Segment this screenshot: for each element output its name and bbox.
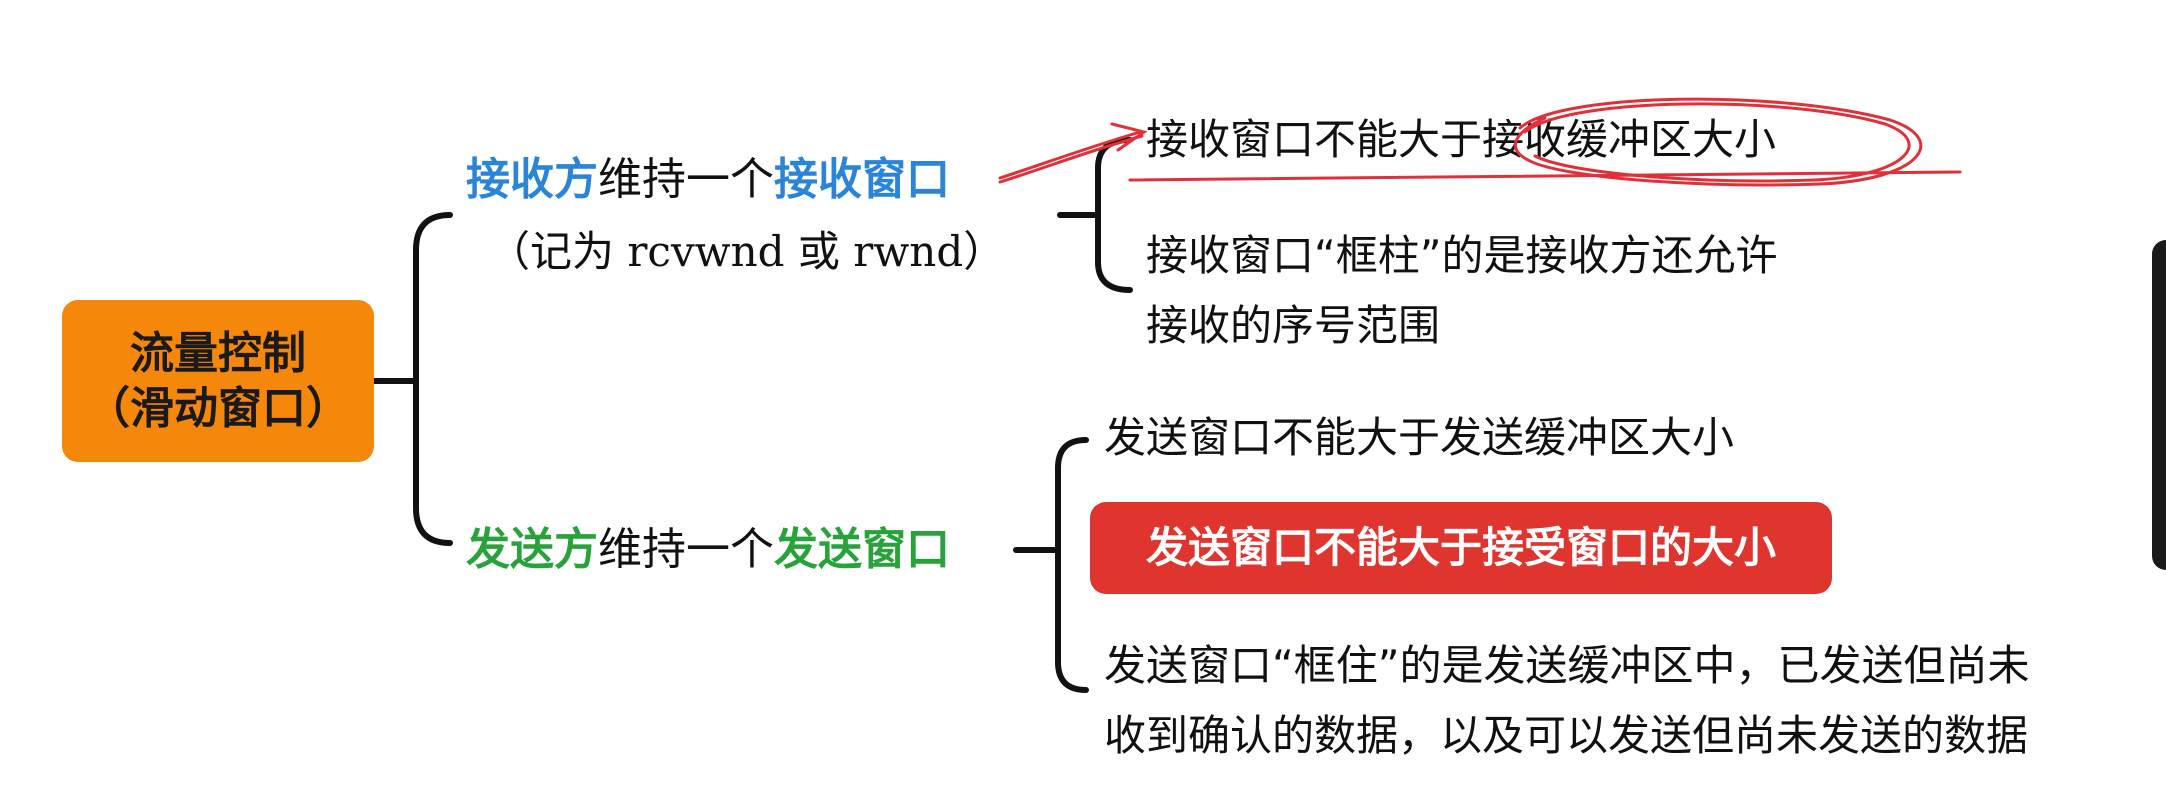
receiver-subject: 接收方 xyxy=(466,154,598,205)
sender-verb: 维持一个 xyxy=(598,524,774,575)
sender-subject: 发送方 xyxy=(466,524,598,575)
sender-leaf-highlighted: 发送窗口不能大于接受窗口的大小 xyxy=(1090,502,1832,594)
root-title: 流量控制 xyxy=(130,328,306,379)
sender-branch-title: 发送方维持一个发送窗口 xyxy=(466,522,950,577)
root-node-flow-control: 流量控制 （滑动窗口） xyxy=(62,300,374,462)
receiver-leaf-3: 接收的序号范围 xyxy=(1146,301,1441,350)
receiver-object: 接收窗口 xyxy=(774,154,950,205)
scrollbar-handle[interactable] xyxy=(2152,240,2166,570)
sender-object: 发送窗口 xyxy=(774,524,950,575)
receiver-leaf-2: 接收窗口“框柱”的是接收方还允许 xyxy=(1146,231,1778,280)
receiver-note: （记为 rcvwnd 或 rwnd） xyxy=(488,227,1006,276)
sender-bracket xyxy=(1055,437,1089,693)
sender-leaf-3: 发送窗口“框住”的是发送缓冲区中，已发送但尚未 xyxy=(1104,641,2030,690)
root-subtitle: （滑动窗口） xyxy=(86,383,350,434)
receiver-leaf-1: 接收窗口不能大于接收缓冲区大小 xyxy=(1146,115,1777,164)
main-bracket xyxy=(413,212,453,546)
receiver-branch-title: 接收方维持一个接收窗口 xyxy=(466,152,950,207)
receiver-bracket xyxy=(1095,137,1133,293)
sender-leaf-1: 发送窗口不能大于发送缓冲区大小 xyxy=(1104,413,1735,462)
sender-leaf-4: 收到确认的数据，以及可以发送但尚未发送的数据 xyxy=(1104,711,2029,760)
receiver-verb: 维持一个 xyxy=(598,154,774,205)
